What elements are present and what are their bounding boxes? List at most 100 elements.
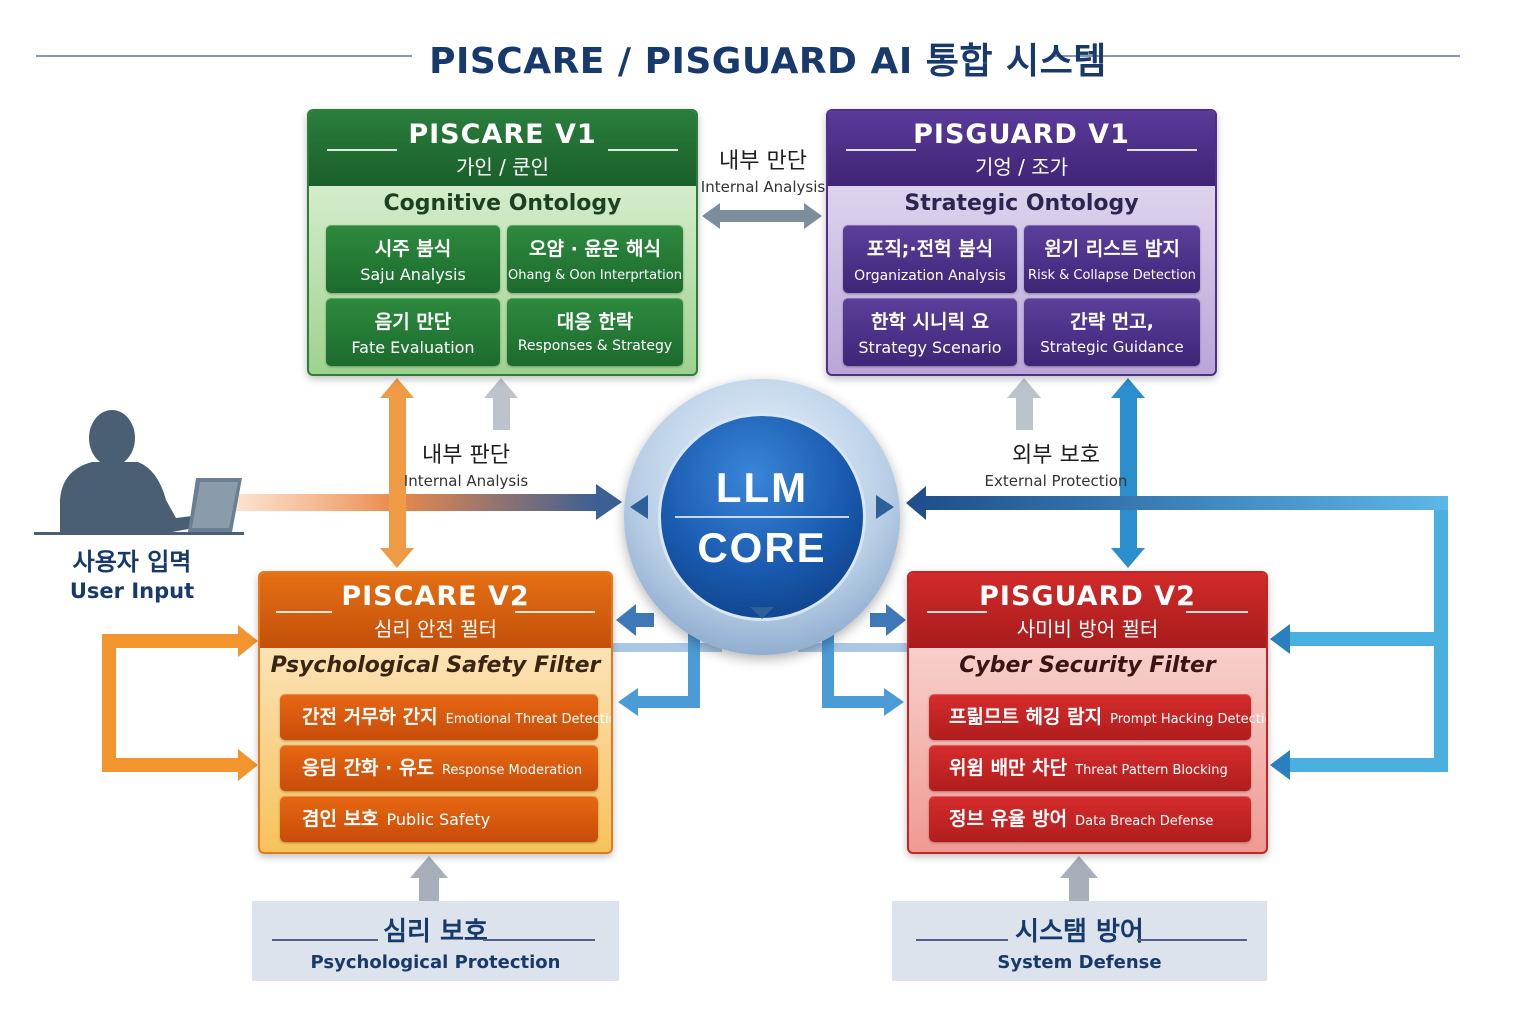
- cell-label-ko: 포직;·전헉 붐식: [866, 238, 994, 260]
- core-line-2: CORE: [697, 524, 827, 571]
- link-label-en: Internal Analysis: [403, 472, 529, 490]
- prompt-hacking-row[interactable]: 프릶므트 헤깅 람지 Prompt Hacking Detection: [929, 694, 1266, 740]
- core-right-marker: [876, 495, 894, 519]
- llm-core[interactable]: LLM CORE: [624, 379, 900, 655]
- cell-label-en: Organization Analysis: [854, 268, 1006, 284]
- user-label-en: User Input: [69, 579, 195, 603]
- gray-up-arrow-right: [1007, 378, 1041, 430]
- row-label-en: Prompt Hacking Detection: [1110, 712, 1268, 727]
- external-loop-arrow: [906, 486, 1448, 780]
- module-subtitle: 사미비 방어 뀔터: [1016, 617, 1159, 641]
- header-rule-right: [515, 611, 595, 613]
- module-name: PISGUARD V2: [979, 581, 1196, 612]
- row-label-en: Threat Pattern Blocking: [1075, 763, 1228, 778]
- cell-label-en: Ohang & Oon Interprtation: [508, 268, 682, 283]
- header-rule-left: [327, 149, 397, 151]
- core-bottom-marker: [750, 607, 774, 619]
- core-to-piscare-arrows: [612, 604, 722, 716]
- core-to-pisguard-arrows: [798, 604, 908, 716]
- fate-evaluation-cell[interactable]: 음기 만단 Fate Evaluation: [326, 298, 500, 366]
- page-title: PISCARE / PISGUARD AI 통합 시스템: [429, 41, 1107, 82]
- cell-label-en: Strategic Guidance: [1040, 338, 1184, 356]
- base-label-en: Psychological Protection: [310, 952, 561, 973]
- left-link-label: 내부 판단 Internal Analysis: [396, 437, 536, 490]
- system-defense-base: 시스탬 방어 System Defense: [892, 901, 1267, 981]
- response-moderation-row[interactable]: 응딤 간화 · 유도 Response Moderation: [280, 745, 598, 791]
- pisguard-v1-header: PISGUARD V1 기엉 / 조가: [828, 111, 1215, 186]
- user-label-ko: 사용자 입멱: [72, 548, 192, 576]
- core-direction-markers: [630, 495, 894, 619]
- data-breach-row[interactable]: 정브 유율 방어 Data Breach Defense: [929, 796, 1251, 842]
- base-label-en: System Defense: [997, 952, 1162, 973]
- ohang-oon-cell[interactable]: 오얌 · 윤운 해식 Ohang & Oon Interprtation: [507, 225, 683, 293]
- header-rule-right: [1186, 611, 1248, 613]
- filter-title: Psychological Safety Filter: [270, 653, 601, 678]
- cell-label-en: Risk & Collapse Detection: [1028, 268, 1196, 283]
- header-rule-left: [276, 611, 332, 613]
- row-label-ko: 프릶므트 헤깅 람지: [949, 706, 1103, 728]
- ontology-title: Cognitive Ontology: [383, 191, 622, 216]
- threat-pattern-row[interactable]: 위윔 배만 차단 Threat Pattern Blocking: [929, 745, 1251, 791]
- cell-label-ko: 한학 시니릭 요: [870, 311, 990, 333]
- llm-core-inner: LLM CORE: [658, 413, 866, 621]
- left-loop-arrow: [102, 625, 258, 781]
- pisguard-v1-module: PISGUARD V1 기엉 / 조가 Strategic Ontology 포…: [826, 109, 1217, 376]
- risk-collapse-cell[interactable]: 윈기 리스트 밤지 Risk & Collapse Detection: [1024, 225, 1200, 293]
- psychological-protection-base: 심리 보호 Psychological Protection: [252, 901, 619, 981]
- core-divider: [675, 516, 849, 518]
- ontology-title: Strategic Ontology: [904, 191, 1139, 216]
- user-input-arrow: [232, 484, 622, 520]
- user-input-label: 사용자 입멱 User Input: [44, 542, 220, 603]
- cell-label-ko: 시주 붐식: [374, 238, 452, 260]
- row-label-ko: 겸인 보호: [302, 808, 379, 830]
- base-label-ko: 심리 보호: [383, 917, 488, 947]
- piscare-v2-header: PISCARE V2 심리 안전 뀔터: [260, 573, 611, 648]
- pisguard-v2-module: PISGUARD V2 사미비 방어 뀔터 Cyber Security Fil…: [907, 571, 1268, 854]
- responses-strategy-cell[interactable]: 대응 한락 Responses & Strategy: [507, 298, 683, 366]
- core-left-marker: [630, 495, 648, 519]
- cell-label-ko: 대응 한락: [556, 311, 634, 333]
- base-rule-left: [916, 939, 1008, 941]
- piscare-link-arrow: [380, 378, 414, 568]
- strategic-guidance-cell[interactable]: 간략 먼고, Strategic Guidance: [1024, 298, 1200, 366]
- row-label-ko: 응딤 간화 · 유도: [302, 757, 434, 779]
- module-subtitle: 심리 안전 뀔터: [373, 617, 498, 641]
- saju-analysis-cell[interactable]: 시주 붐식 Saju Analysis: [326, 225, 500, 293]
- filter-title: Cyber Security Filter: [959, 653, 1216, 678]
- pisguard-v2-header: PISGUARD V2 사미비 방어 뀔터: [909, 573, 1266, 648]
- cell-label-ko: 간략 먼고,: [1070, 311, 1154, 333]
- header-rule-right: [608, 149, 678, 151]
- cell-label-en: Strategy Scenario: [858, 338, 1002, 357]
- base-rule-right: [1137, 939, 1247, 941]
- link-label-ko: 내부 만단: [719, 149, 807, 174]
- row-label-en: Response Moderation: [441, 763, 583, 778]
- cell-label-ko: 오얌 · 윤운 해식: [529, 238, 661, 260]
- base-label-ko: 시스탬 방어: [1015, 917, 1144, 947]
- base-up-arrow-left: [410, 856, 448, 902]
- title-rule-left: [36, 55, 412, 57]
- organization-analysis-cell[interactable]: 포직;·전헉 붐식 Organization Analysis: [843, 225, 1017, 293]
- piscare-v1-module: PISCARE V1 가인 / 쿤인 Cognitive Ontology 시주…: [307, 109, 698, 376]
- top-link-label: 내부 만단 Internal Analysis: [693, 143, 833, 196]
- base-up-arrow-right: [1060, 856, 1098, 902]
- strategy-scenario-cell[interactable]: 한학 시니릭 요 Strategy Scenario: [843, 298, 1017, 366]
- core-line-1: LLM: [715, 464, 809, 511]
- cell-label-en: Responses & Strategy: [517, 338, 673, 354]
- module-name: PISGUARD V1: [913, 119, 1130, 150]
- right-link-label: 외부 보호 External Protection: [976, 437, 1136, 490]
- piscare-v1-header: PISCARE V1 가인 / 쿤인: [309, 111, 696, 186]
- base-rule-left: [272, 939, 378, 941]
- top-double-arrow: [702, 203, 822, 229]
- user-at-laptop-icon: [34, 410, 244, 535]
- module-subtitle: 기엉 / 조가: [974, 155, 1069, 179]
- row-label-ko: 정브 유율 방어: [949, 808, 1068, 830]
- row-label-ko: 위윔 배만 차단: [949, 757, 1068, 779]
- row-label-ko: 간전 거무하 간지: [302, 706, 438, 728]
- link-label-en: Internal Analysis: [700, 178, 826, 196]
- row-label-en: Data Breach Defense: [1075, 814, 1214, 829]
- gray-up-arrow-left: [484, 378, 518, 430]
- base-rule-right: [483, 939, 595, 941]
